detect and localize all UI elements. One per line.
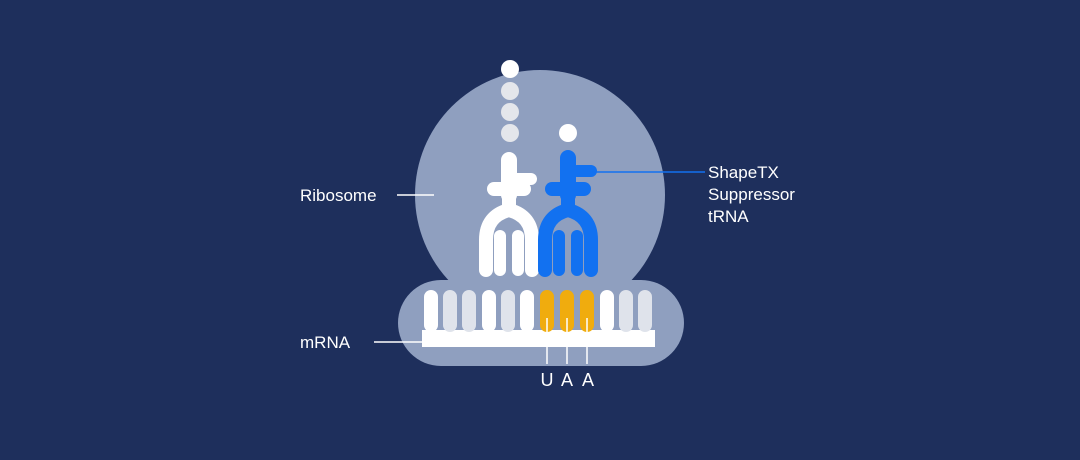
amino-acid-bead — [501, 103, 519, 121]
stop-codon-letters: U A A — [541, 370, 595, 390]
codon-letter: A — [582, 370, 594, 390]
nucleotide — [462, 290, 476, 332]
amino-acid-bead — [501, 82, 519, 100]
nucleotide — [443, 290, 457, 332]
mrna-backbone — [422, 330, 655, 347]
suppressor-amino-acid — [559, 124, 577, 142]
ribosome-large-subunit — [415, 70, 665, 320]
mrna-teeth — [424, 290, 652, 332]
mrna-label: mRNA — [300, 333, 351, 352]
leader-lines — [374, 171, 705, 343]
suppressor-label-line1: ShapeTX — [708, 163, 779, 182]
amino-acid-bead — [501, 60, 519, 78]
suppressor-trna — [538, 124, 598, 277]
amino-acid-chain — [501, 60, 519, 142]
nucleotide — [638, 290, 652, 332]
amino-acid-bead — [501, 124, 519, 142]
native-trna — [479, 152, 539, 277]
suppressor-label-line2: Suppressor — [708, 185, 795, 204]
stop-codon-nucleotide — [580, 290, 594, 332]
nucleotide — [501, 290, 515, 332]
mrna-strand — [422, 290, 655, 364]
nucleotide — [619, 290, 633, 332]
codon-letter: A — [561, 370, 573, 390]
suppressor-label-line3: tRNA — [708, 207, 749, 226]
stop-codon-nucleotide — [540, 290, 554, 332]
stop-codon-nucleotide — [560, 290, 574, 332]
nucleotide — [424, 290, 438, 332]
nucleotide — [600, 290, 614, 332]
codon-letter: U — [541, 370, 554, 390]
ribosome-label: Ribosome — [300, 186, 377, 205]
codon-pointers — [546, 318, 588, 364]
nucleotide — [520, 290, 534, 332]
nucleotide — [482, 290, 496, 332]
